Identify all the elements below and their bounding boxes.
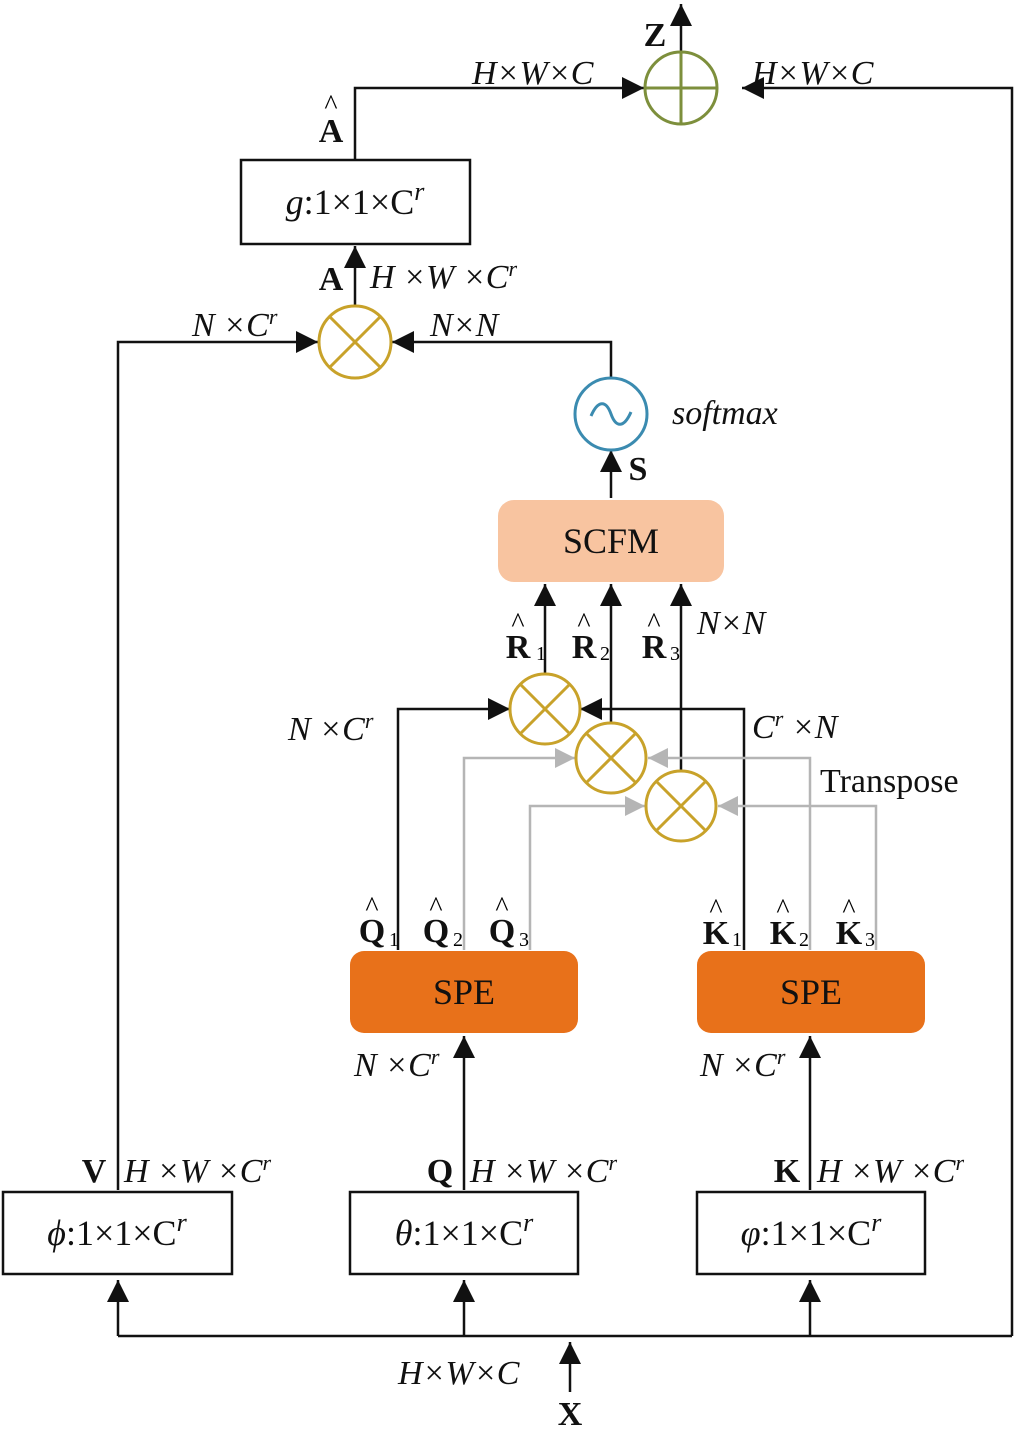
- dim-hwc-bottom: H×W×C: [397, 1355, 520, 1392]
- a-hat-accent: ^: [324, 90, 337, 121]
- scfm-label: SCFM: [563, 521, 659, 561]
- spe-right-module: SPE: [697, 951, 925, 1033]
- scfm-module: SCFM: [498, 500, 724, 582]
- svg-text:^: ^: [511, 608, 524, 639]
- r1-label: R ^ 1: [506, 608, 546, 666]
- svg-text:1: 1: [536, 643, 546, 665]
- r3-label: R ^ 3: [642, 608, 680, 666]
- svg-text:K: K: [836, 915, 863, 952]
- q3-path: [528, 796, 645, 950]
- k3-path: [718, 796, 878, 950]
- svg-text:^: ^: [842, 894, 855, 925]
- k1-label: K ^ 1: [703, 894, 742, 952]
- svg-text:R: R: [642, 629, 667, 666]
- svg-text:^: ^: [647, 608, 660, 639]
- g-box: g:1×1×Cr: [239, 158, 472, 246]
- svg-text:Q: Q: [359, 913, 385, 950]
- dim-hwc-top-right: H×W×C: [751, 55, 874, 92]
- svg-text:K: K: [770, 915, 797, 952]
- k2-path: [648, 748, 812, 950]
- multiply-3: [644, 769, 718, 843]
- adder: [643, 50, 719, 126]
- dim-ncr-spe-left: N ×Cr: [353, 1044, 440, 1085]
- svg-text:^: ^: [365, 892, 378, 923]
- svg-text:R: R: [506, 629, 531, 666]
- a-hat-path: [353, 77, 644, 160]
- x-label: X: [558, 1396, 583, 1431]
- softmax-node: [573, 376, 649, 452]
- dim-nn-top: N×N: [429, 307, 501, 344]
- k2-label: K ^ 2: [770, 894, 809, 952]
- softmax-path: [392, 331, 613, 378]
- dim-hwcr-k: H ×W ×Cr: [816, 1150, 964, 1191]
- svg-text:2: 2: [453, 929, 463, 951]
- dim-hwcr-q: H ×W ×Cr: [469, 1150, 617, 1191]
- dim-hwcr-v: H ×W ×Cr: [123, 1150, 271, 1191]
- multiply-1: [508, 672, 582, 746]
- dim-hwc-top-left: H×W×C: [471, 55, 594, 92]
- svg-text:^: ^: [776, 894, 789, 925]
- q3-label: Q ^ 3: [489, 892, 529, 951]
- spe-left-module: SPE: [350, 951, 578, 1033]
- multiply-top: [317, 304, 393, 380]
- theta-box-label: θ:1×1×Cr: [395, 1208, 534, 1254]
- svg-text:K: K: [703, 915, 730, 952]
- g-box-label: g:1×1×Cr: [286, 177, 426, 223]
- q-label: Q: [427, 1153, 453, 1190]
- svg-text:1: 1: [389, 929, 399, 951]
- k3-label: K ^ 3: [836, 894, 875, 952]
- residual-path: [742, 77, 1014, 1336]
- svg-text:^: ^: [709, 894, 722, 925]
- spe-right-label: SPE: [780, 972, 842, 1012]
- k-label: K: [774, 1153, 801, 1190]
- transpose-label: Transpose: [820, 763, 959, 800]
- varphi-box-label: φ:1×1×Cr: [741, 1208, 883, 1254]
- dim-nn-mid: N×N: [696, 605, 768, 642]
- dim-ncr-mid: N ×Cr: [287, 708, 374, 749]
- svg-text:^: ^: [429, 892, 442, 923]
- svg-text:Q: Q: [423, 913, 449, 950]
- svg-text:3: 3: [865, 929, 875, 951]
- v-label: V: [82, 1153, 107, 1190]
- svg-text:3: 3: [670, 643, 680, 665]
- a-label: A: [319, 261, 344, 298]
- svg-text:1: 1: [732, 929, 742, 951]
- theta-box: θ:1×1×Cr: [348, 1190, 580, 1276]
- dim-ncr-left: N ×Cr: [191, 304, 278, 345]
- phi-box-label: ϕ:1×1×Cr: [47, 1208, 187, 1254]
- z-label: Z: [644, 17, 667, 54]
- v-path: [116, 331, 318, 1190]
- s-label: S: [629, 451, 648, 488]
- svg-text:2: 2: [799, 929, 809, 951]
- k1-path: [580, 698, 746, 950]
- svg-text:2: 2: [600, 643, 610, 665]
- multiply-2: [574, 721, 648, 795]
- q2-path: [462, 748, 575, 950]
- svg-text:R: R: [572, 629, 597, 666]
- spe-left-label: SPE: [433, 972, 495, 1012]
- gray-connections: [462, 748, 878, 950]
- q1-path: [396, 698, 510, 950]
- q2-label: Q ^ 2: [423, 892, 463, 951]
- svg-text:3: 3: [519, 929, 529, 951]
- svg-text:^: ^: [495, 892, 508, 923]
- softmax-label: softmax: [672, 395, 778, 432]
- q1-label: Q ^ 1: [359, 892, 399, 951]
- r2-label: R ^ 2: [572, 608, 610, 666]
- dim-hwcr-a: H ×W ×Cr: [369, 256, 517, 297]
- phi-box: ϕ:1×1×Cr: [1, 1190, 234, 1276]
- dim-ncr-spe-right: N ×Cr: [699, 1044, 786, 1085]
- sine-icon: [589, 402, 633, 426]
- dim-crn: Cr ×N: [752, 706, 840, 747]
- svg-text:Q: Q: [489, 913, 515, 950]
- a-hat-label: A ^: [319, 90, 344, 150]
- a-hat-letter: A: [319, 113, 344, 150]
- connections: [107, 4, 1014, 1392]
- varphi-box: φ:1×1×Cr: [695, 1190, 927, 1276]
- svg-text:^: ^: [577, 608, 590, 639]
